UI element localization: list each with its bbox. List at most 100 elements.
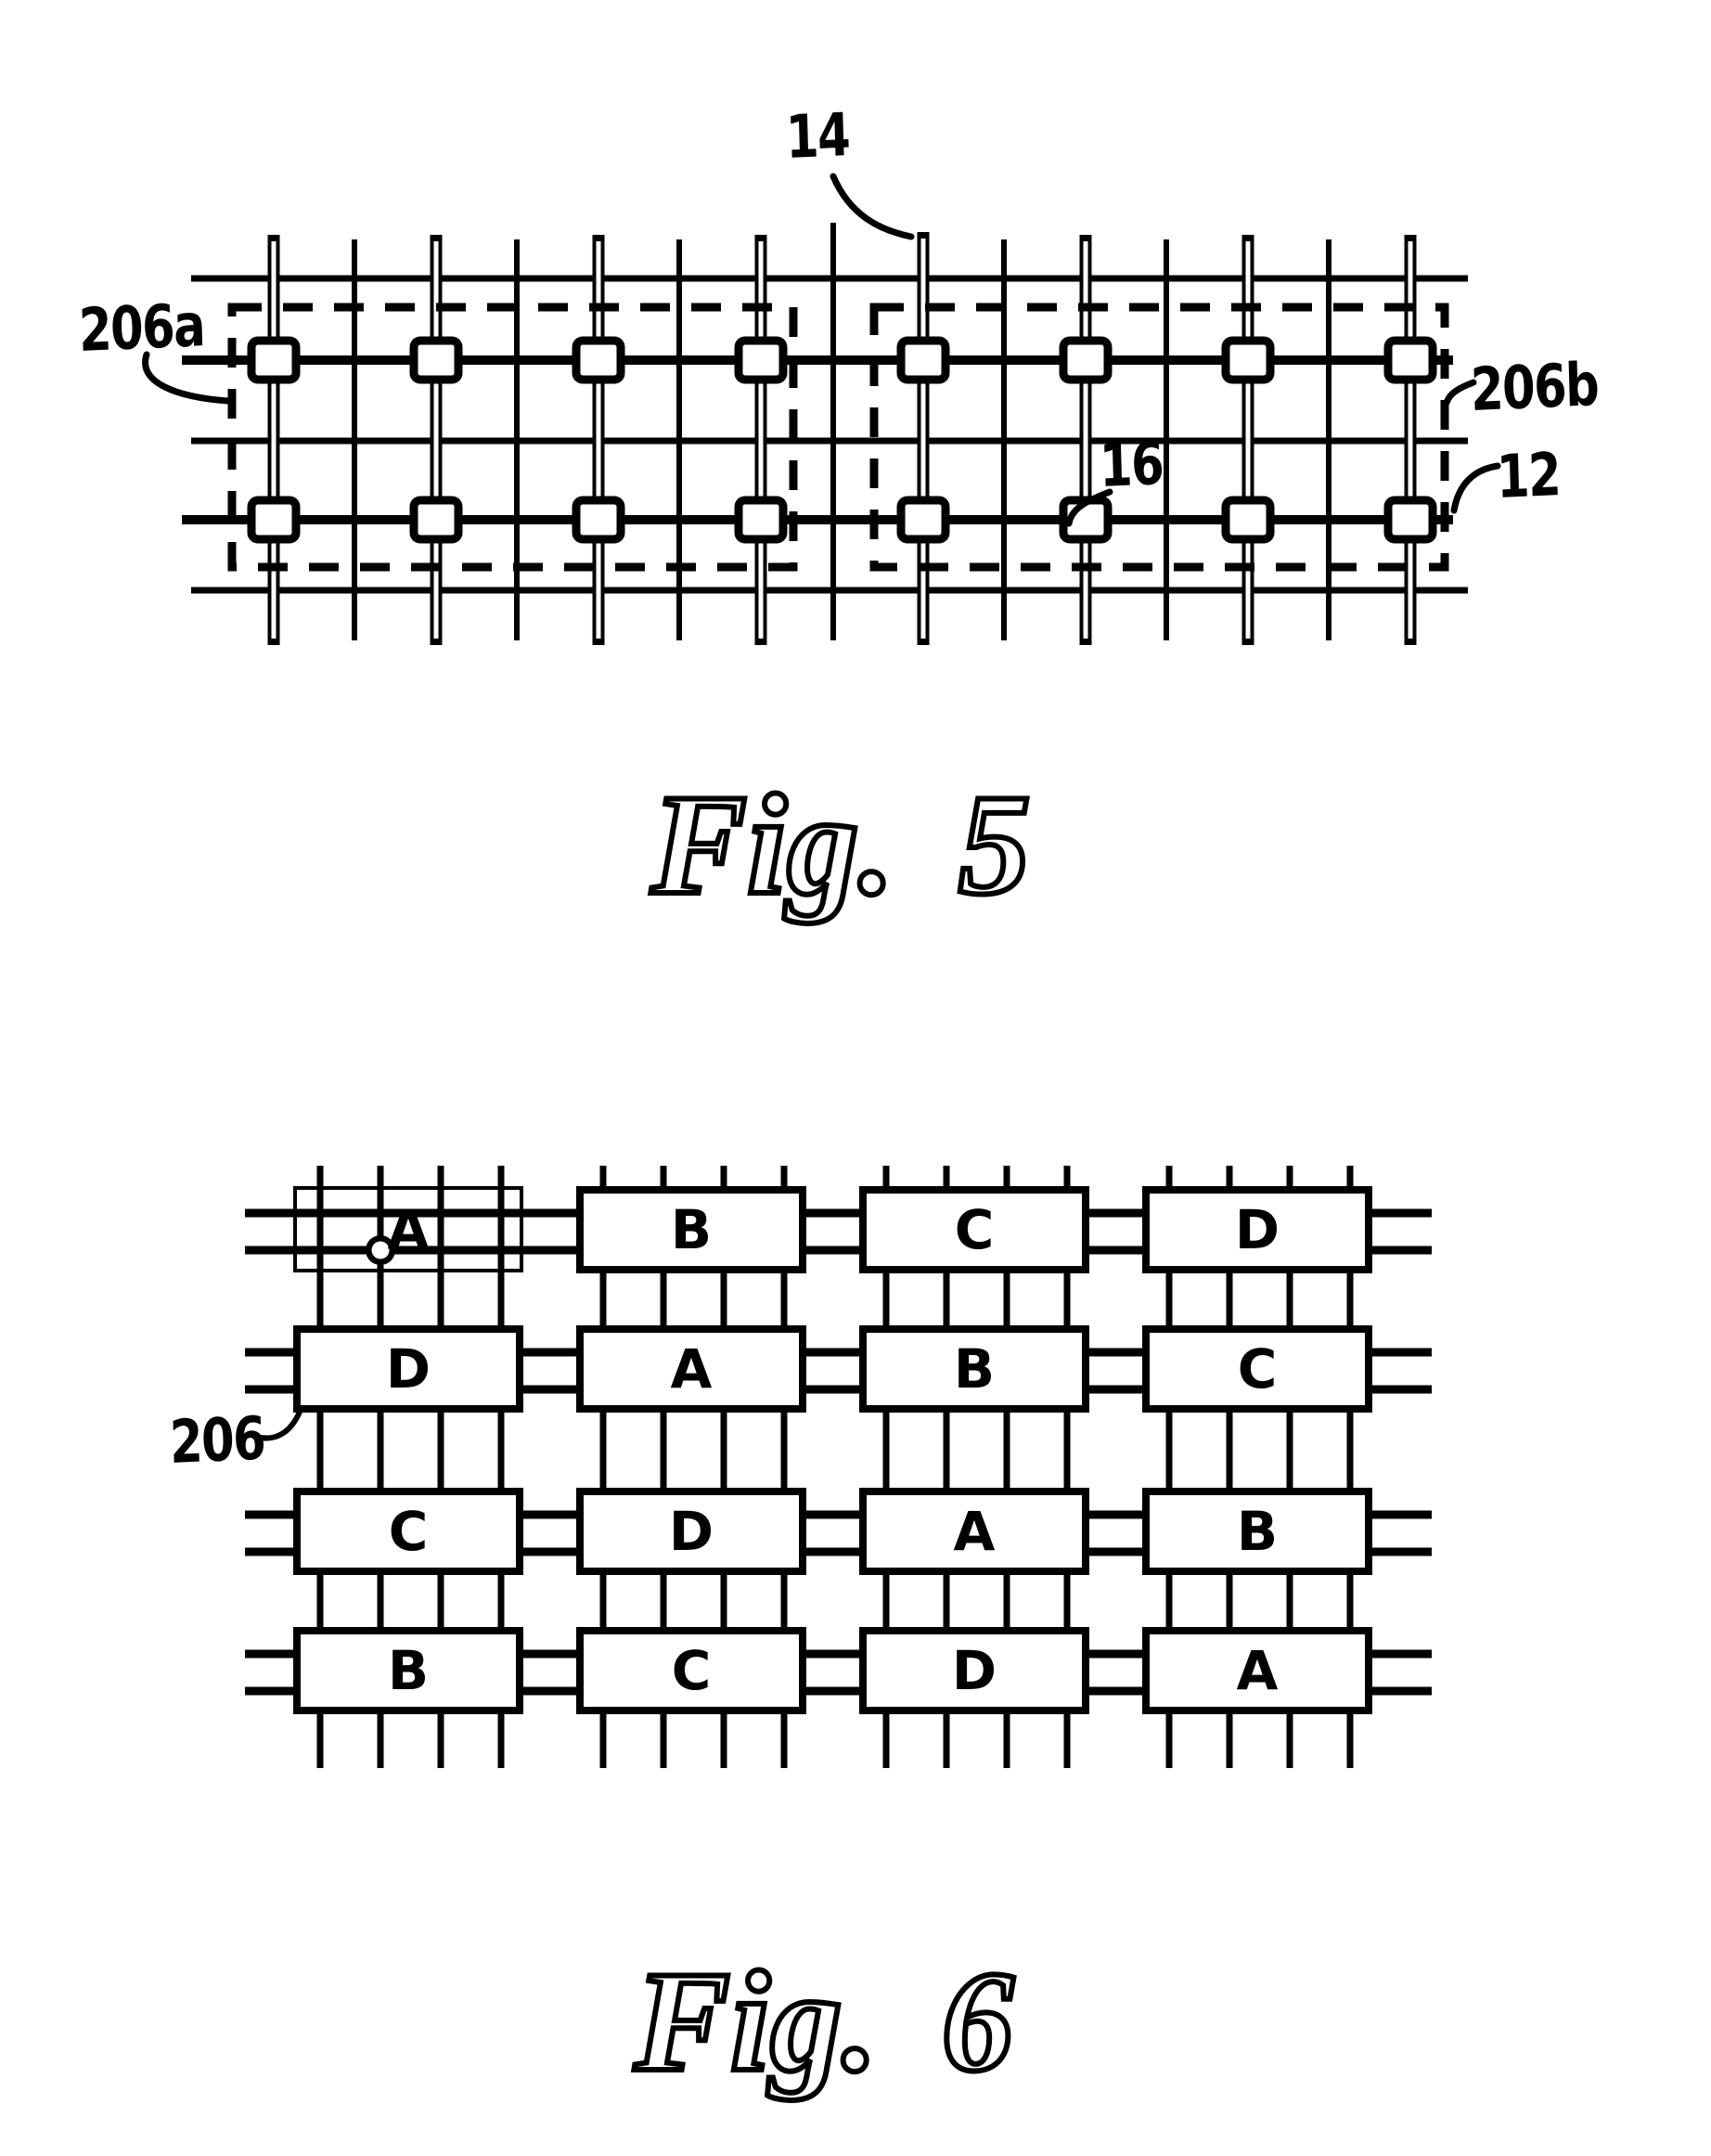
tile-letter-r1c2: B (670, 1198, 713, 1261)
inter-block-stub (803, 1385, 863, 1394)
vertical-wire (1286, 1166, 1293, 1768)
pillar-column-line-core (1408, 241, 1413, 639)
ref-label-206a: 206a (78, 291, 206, 366)
vertical-wire (1226, 1166, 1233, 1768)
vertical-wire (780, 1166, 788, 1768)
thin-column-line (352, 239, 357, 640)
inter-block-stub (520, 1348, 580, 1357)
tile-letter-r2c3: B (953, 1337, 996, 1401)
tile-block (1142, 1488, 1372, 1575)
tile-letter-r2c2: A (670, 1337, 713, 1401)
row-wire-horizontal (182, 515, 1453, 524)
tile-letter-r3c1: C (388, 1500, 429, 1563)
tile-block (576, 1186, 806, 1273)
bus-line-horizontal (191, 437, 1468, 445)
vertical-wire (1003, 1166, 1010, 1768)
tile-block (293, 1488, 523, 1575)
right-edge-stub (1369, 1510, 1432, 1519)
tile-block (859, 1627, 1089, 1714)
pillar-column-line-core (758, 241, 764, 639)
vertical-wire (316, 1166, 324, 1768)
thin-column-line (514, 239, 520, 640)
vertical-wire (720, 1166, 727, 1768)
crosspoint-square (896, 336, 950, 384)
right-edge-stub (1369, 1686, 1432, 1696)
tile-letter-r2c4: C (1237, 1337, 1278, 1401)
row-wire-horizontal (182, 355, 1453, 365)
figure5-caption: Fig. 5 (650, 765, 1031, 924)
pillar-column-line-core (1083, 241, 1088, 639)
vertical-wire (1165, 1166, 1173, 1768)
inter-block-stub (1086, 1686, 1146, 1696)
inter-block-stub (1086, 1208, 1146, 1218)
crosspoint-square (734, 336, 788, 384)
vertical-wire (1063, 1166, 1071, 1768)
vertical-wire (599, 1166, 607, 1768)
right-edge-stub (1369, 1208, 1432, 1218)
leader-12 (1450, 462, 1501, 514)
inter-block-stub (520, 1649, 580, 1659)
thin-column-line (830, 223, 836, 640)
vertical-wire (1346, 1166, 1354, 1768)
dashed-tile-206a (227, 303, 798, 572)
inter-block-stub (1086, 1348, 1146, 1357)
tile-block (859, 1325, 1089, 1413)
left-edge-stub (245, 1686, 302, 1696)
tile-block (1142, 1186, 1372, 1273)
pillar-column-line-core (433, 241, 439, 639)
row-wire-through-a-cell (245, 1208, 580, 1218)
crosspoint-square (1383, 496, 1437, 544)
ref-label-16: 16 (1099, 430, 1164, 501)
leader-206 (253, 1409, 302, 1441)
crosspoint-square (247, 336, 301, 384)
ref-label-14: 14 (785, 101, 851, 173)
inter-block-stub (803, 1649, 863, 1659)
right-edge-stub (1369, 1348, 1432, 1357)
tile-letter-r1c4: D (1234, 1198, 1280, 1261)
left-edge-stub (245, 1510, 302, 1519)
left-edge-stub (245, 1649, 302, 1659)
inter-block-stub (803, 1208, 863, 1218)
tile-block (859, 1186, 1089, 1273)
crosspoint-square (1059, 336, 1113, 384)
tile-letter-r1c1: A (387, 1198, 430, 1261)
tile-letter-r3c4: B (1236, 1500, 1279, 1563)
ref-label-12: 12 (1496, 441, 1562, 512)
vertical-wire (882, 1166, 890, 1768)
crosspoint-square (409, 336, 463, 384)
thin-column-line (1164, 239, 1169, 640)
vertical-wire (377, 1166, 384, 1768)
left-edge-stub (245, 1547, 302, 1556)
pillar-column-line-core (1245, 241, 1251, 639)
crosspoint-square (896, 496, 950, 544)
pillar-column-line-core (271, 241, 277, 639)
leader-206b (1443, 379, 1477, 407)
tile-block (293, 1627, 523, 1714)
figure5-crossbar-grid (142, 173, 1501, 645)
tile-letter-r4c4: A (1236, 1639, 1279, 1702)
inter-block-stub (1086, 1510, 1146, 1519)
tile-block (576, 1325, 806, 1413)
inter-block-stub (520, 1547, 580, 1556)
inter-block-stub (520, 1385, 580, 1394)
crosspoint-square (409, 496, 463, 544)
inter-block-stub (803, 1510, 863, 1519)
leader-206a (142, 351, 232, 405)
leader-16 (1065, 488, 1113, 527)
tile-block (576, 1488, 806, 1575)
ref-label-206b: 206b (1470, 351, 1600, 425)
tile-letter-r1c3: C (954, 1198, 995, 1261)
tile-block (1142, 1325, 1372, 1413)
tile-block (859, 1488, 1089, 1575)
inter-block-stub (1086, 1246, 1146, 1255)
tile-letter-r4c3: D (951, 1639, 997, 1702)
crosspoint-square (247, 496, 301, 544)
pillar-column-line-core (920, 239, 926, 639)
crosspoint-square (734, 496, 788, 544)
figure6-tile-array (245, 1166, 1432, 1768)
tile-letter-r2c1: D (385, 1337, 431, 1401)
inter-block-stub (1086, 1385, 1146, 1394)
figure6-caption: Fig. 6 (634, 1942, 1014, 2101)
